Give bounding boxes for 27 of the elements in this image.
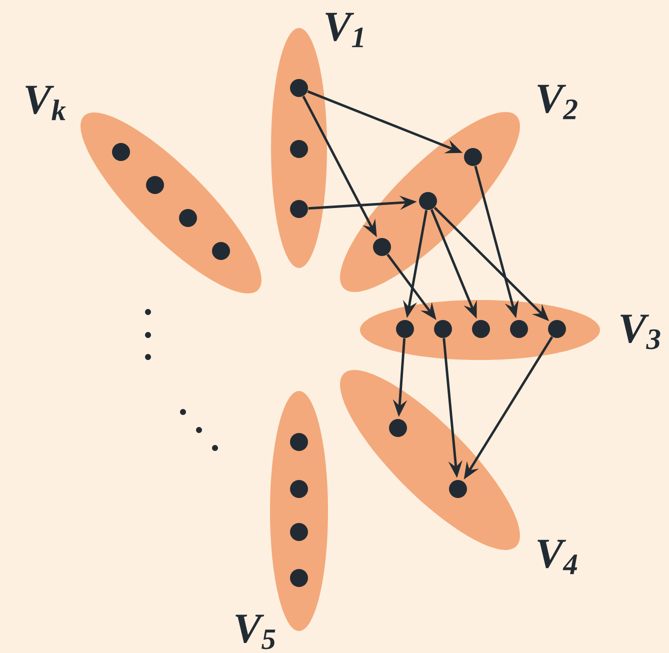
vertex-dot [112, 143, 130, 161]
vertex-dot [419, 192, 437, 210]
part-label: V$_{3}$ [620, 314, 660, 350]
vertex-dot [290, 140, 308, 158]
part-label: V$_{5}$ [236, 614, 276, 650]
vertex-dot [548, 320, 566, 338]
vertex-dot [449, 480, 467, 498]
vertex-dot [290, 480, 308, 498]
part-label: V$_{2}$ [538, 84, 578, 120]
vertex-dot [434, 320, 452, 338]
vertex-dot [212, 242, 230, 260]
vertex-dot [389, 419, 407, 437]
vertex-dot [396, 320, 414, 338]
vertex-dot [290, 569, 308, 587]
vertex-dot [464, 148, 482, 166]
vertex-dot [290, 523, 308, 541]
part-label: V$_{4}$ [538, 540, 578, 574]
vertex-dot [290, 433, 308, 451]
vertex-dot [179, 209, 197, 227]
vertex-dot [290, 79, 308, 97]
vertex-dot [472, 320, 490, 338]
vertex-dot [146, 176, 164, 194]
vertex-dot [373, 238, 391, 256]
vertex-dot [510, 320, 528, 338]
part-label: V$_{k}$ [26, 86, 66, 120]
part-label: V$_{1}$ [326, 12, 363, 48]
vertex-dot [290, 200, 308, 218]
